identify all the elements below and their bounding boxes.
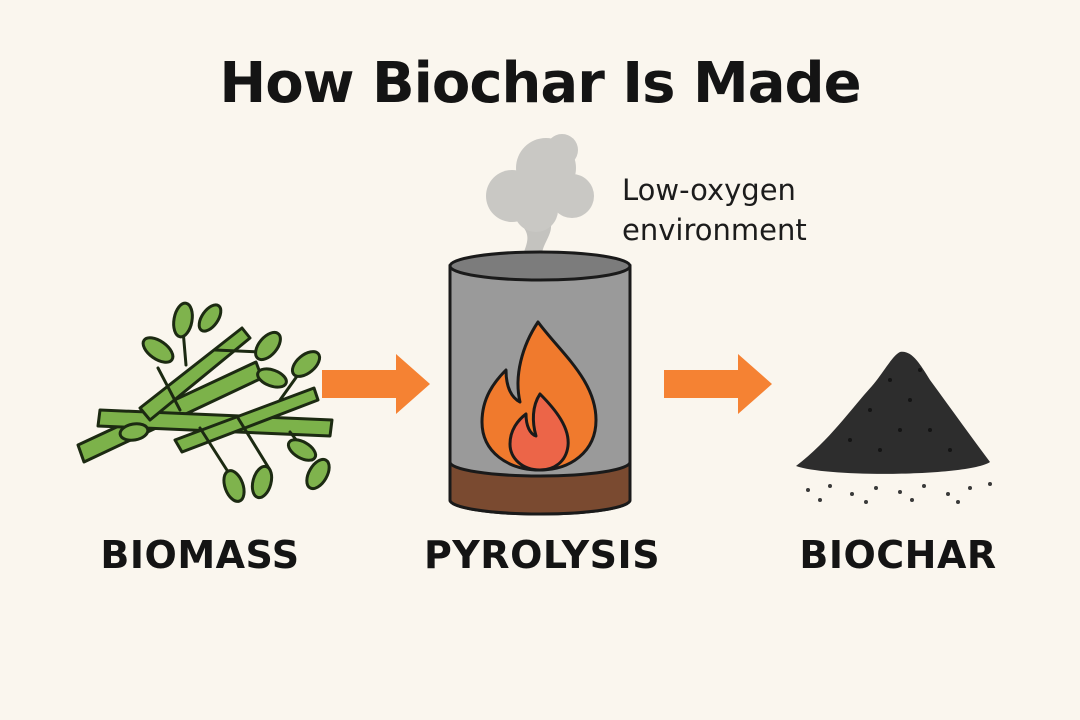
charcoal-pile-icon [796, 351, 992, 504]
stage-label-biomass: BIOMASS [100, 533, 300, 577]
low-oxygen-annotation: Low-oxygen environment [622, 170, 862, 250]
annotation-line-2: environment [622, 213, 807, 247]
branch-with-leaves-icon [76, 301, 334, 503]
stage-label-pyrolysis: PYROLYSIS [423, 533, 661, 577]
arrow-icon [664, 354, 772, 414]
stage-label-biochar: BIOCHAR [799, 533, 997, 577]
annotation-line-1: Low-oxygen [622, 173, 796, 207]
kiln-with-flame-icon [448, 250, 632, 516]
diagram-title: How Biochar Is Made [219, 51, 861, 116]
arrow-icon [322, 354, 430, 414]
